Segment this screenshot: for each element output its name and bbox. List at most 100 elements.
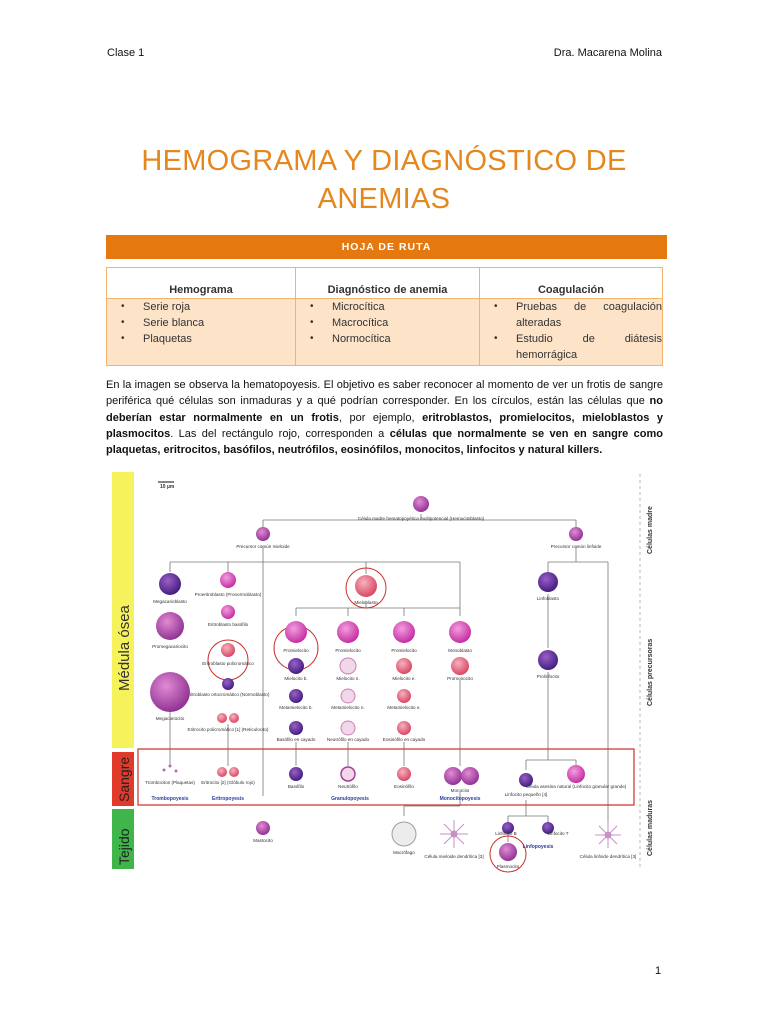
band-n-cell: [340, 720, 356, 736]
megakaryocyte-cell: [150, 672, 190, 712]
lymphoid-cell: [569, 527, 583, 541]
myelocyte-n-cell: [339, 657, 357, 675]
metamyelocyte-e-label: Metamielocito e.: [387, 705, 420, 710]
nk-cell: [567, 765, 585, 783]
monocyte-cell-1: [444, 767, 462, 785]
promegakaryocyte-label: Promegacariocito: [152, 644, 188, 649]
neutrophil-label: Neutrófilo: [338, 784, 358, 789]
promyelocyte-cell: [285, 621, 307, 643]
myelocyte-e-label: Mielocito e.: [392, 676, 415, 681]
lymphoblast-label: Linfoblasto: [537, 596, 560, 601]
tejido-label: Tejido: [116, 828, 132, 865]
para-text-2: , por ejemplo,: [338, 411, 423, 424]
list-item: Serie blanca: [121, 315, 295, 331]
myeloblast-circle: [345, 567, 387, 609]
reticulocyte-cell-2: [229, 713, 239, 723]
para-bold-1: no deberían estar normalmente en un frot…: [106, 395, 663, 424]
cell-coagulacion: Pruebas de coagulación alteradas Estudio…: [479, 298, 663, 366]
monocyte-cell-2: [461, 767, 479, 785]
medula-label: Médula ósea: [116, 604, 133, 691]
header-left: Clase 1: [107, 47, 145, 59]
band-b-label: Basófilo en cayado: [277, 737, 316, 742]
band-e-cell: [397, 721, 411, 735]
thrombocytes-dots: [162, 764, 178, 773]
macrophage-label: Macrófago: [393, 850, 415, 855]
para-text-3: . Las del rectángulo rojo, corresponden …: [170, 427, 390, 440]
route-bar: HOJA DE RUTA: [106, 235, 667, 259]
neutrophil-cell: [340, 766, 356, 782]
eosinophil-label: Eosinófilo: [394, 784, 414, 789]
promonocyte-cell: [451, 657, 469, 675]
monoblast-cell: [449, 621, 471, 643]
proerythroblast-cell: [220, 572, 236, 588]
metamyelocyte-n-cell: [340, 688, 356, 704]
myeloid-cell: [256, 527, 270, 541]
lymphopoiesis-label: Linfopoyesis: [523, 844, 554, 850]
cell-anemia: Microcítica Macrocítica Normocítica: [295, 298, 480, 366]
reticulocyte-cell-1: [217, 713, 227, 723]
lymphoid-dc-cell: [595, 822, 621, 848]
prolymphocyte-label: Prolinfocito: [537, 674, 560, 679]
mastocyte-cell: [256, 821, 270, 835]
lymph-b-cell: [502, 822, 514, 834]
monoblast-label: Monoblasto: [448, 648, 472, 653]
myeloblast-label: Mieloblasto: [354, 600, 378, 605]
tejido-band: [112, 809, 134, 869]
macrophage-cell: [391, 821, 417, 847]
sangre-band: [112, 752, 134, 806]
promyelocyte2-label: Promielocito: [335, 648, 361, 653]
basophil-cell: [289, 767, 303, 781]
scale-label: 10 µm: [160, 484, 175, 490]
myelocyte-b-label: Mielocito b.: [284, 676, 307, 681]
monocytopoiesis-label: Monocitopoyesis: [440, 796, 481, 802]
reticulocyte-label: Eritrocito policromático [1] (Reticuloci…: [188, 727, 269, 732]
erythrocyte-cell-2: [229, 767, 239, 777]
promegakaryocyte-cell: [156, 612, 184, 640]
precursoras-label: Células precursoras: [647, 639, 654, 706]
basophil-label: Basófilo: [288, 784, 305, 789]
proerythroblast-label: Proeritroblasto (Pronormoblasto): [195, 592, 262, 597]
nk-label: Célula asesina natural (Linfocito granul…: [526, 784, 627, 789]
erythrocyte-label: Eritrocito [2] (Glóbulo rojo): [201, 780, 255, 785]
ortho-erythroblast-cell: [222, 678, 234, 690]
header-coagulacion: Coagulación: [479, 267, 663, 299]
megakaryoblast-cell: [159, 573, 181, 595]
band-n-label: Neutrófilo en cayado: [327, 737, 370, 742]
list-item: Normocítica: [310, 331, 479, 347]
thrombocytes-label: Trombocitos (Plaquetas): [145, 780, 195, 785]
para-bold-3: células que normalmente se ven en sangre…: [106, 427, 663, 457]
eosinophil-cell: [397, 767, 411, 781]
plasmocyte-circle: [489, 835, 527, 873]
lymphoid-label: Precursor común linfoide: [551, 544, 602, 549]
metamyelocyte-b-label: Metamielocito b.: [279, 705, 312, 710]
lymph-b-label: Linfocito B: [495, 831, 516, 836]
erythrocyte-cell-1: [217, 767, 227, 777]
myelocyte-n-label: Mielocito n.: [336, 676, 359, 681]
list-item: Pruebas de coagulación alteradas: [494, 299, 662, 331]
promonocyte-label: Promonocito: [447, 676, 473, 681]
promyelocyte2-cell: [337, 621, 359, 643]
metamyelocyte-e-cell: [397, 689, 411, 703]
page-title: HEMOGRAMA Y DIAGNÓSTICO DE ANEMIAS: [100, 142, 668, 218]
erythropoiesis-label: Eritropoyesis: [212, 796, 244, 802]
plasmocyte-cell: [499, 843, 517, 861]
baso-erythroblast-cell: [221, 605, 235, 619]
lymphoblast-cell: [538, 572, 558, 592]
lymph-t-cell: [542, 822, 554, 834]
intro-paragraph: En la imagen se observa la hematopoyesis…: [106, 377, 663, 458]
madre-label: Células madre: [647, 506, 654, 554]
thrombopoiesis-label: Trombopoyesis: [152, 796, 189, 802]
para-text-1: En la imagen se observa la hematopoyesis…: [106, 379, 663, 408]
monocyte-label: Monocito: [451, 788, 470, 793]
ortho-erythroblast-label: Eritroblasto ortocromático (Normoblasto): [187, 692, 270, 697]
myelocyte-b-cell: [288, 658, 304, 674]
cell-hemograma: Serie roja Serie blanca Plaquetas: [106, 298, 296, 366]
stem-label: Célula madre hematopoyética multipotenci…: [358, 516, 485, 521]
megakaryoblast-label: Megacarioblasto: [153, 599, 187, 604]
hematopoiesis-figure: Médula ósea Sangre Tejido Células madre …: [112, 472, 654, 873]
stem-cell: [413, 496, 429, 512]
page-number: 1: [655, 965, 662, 977]
myelocyte-e-cell: [396, 658, 412, 674]
small-lymph-label: Linfocito pequeño [4]: [505, 792, 548, 797]
baso-erythroblast-label: Eritroblasto basófilo: [208, 622, 249, 627]
